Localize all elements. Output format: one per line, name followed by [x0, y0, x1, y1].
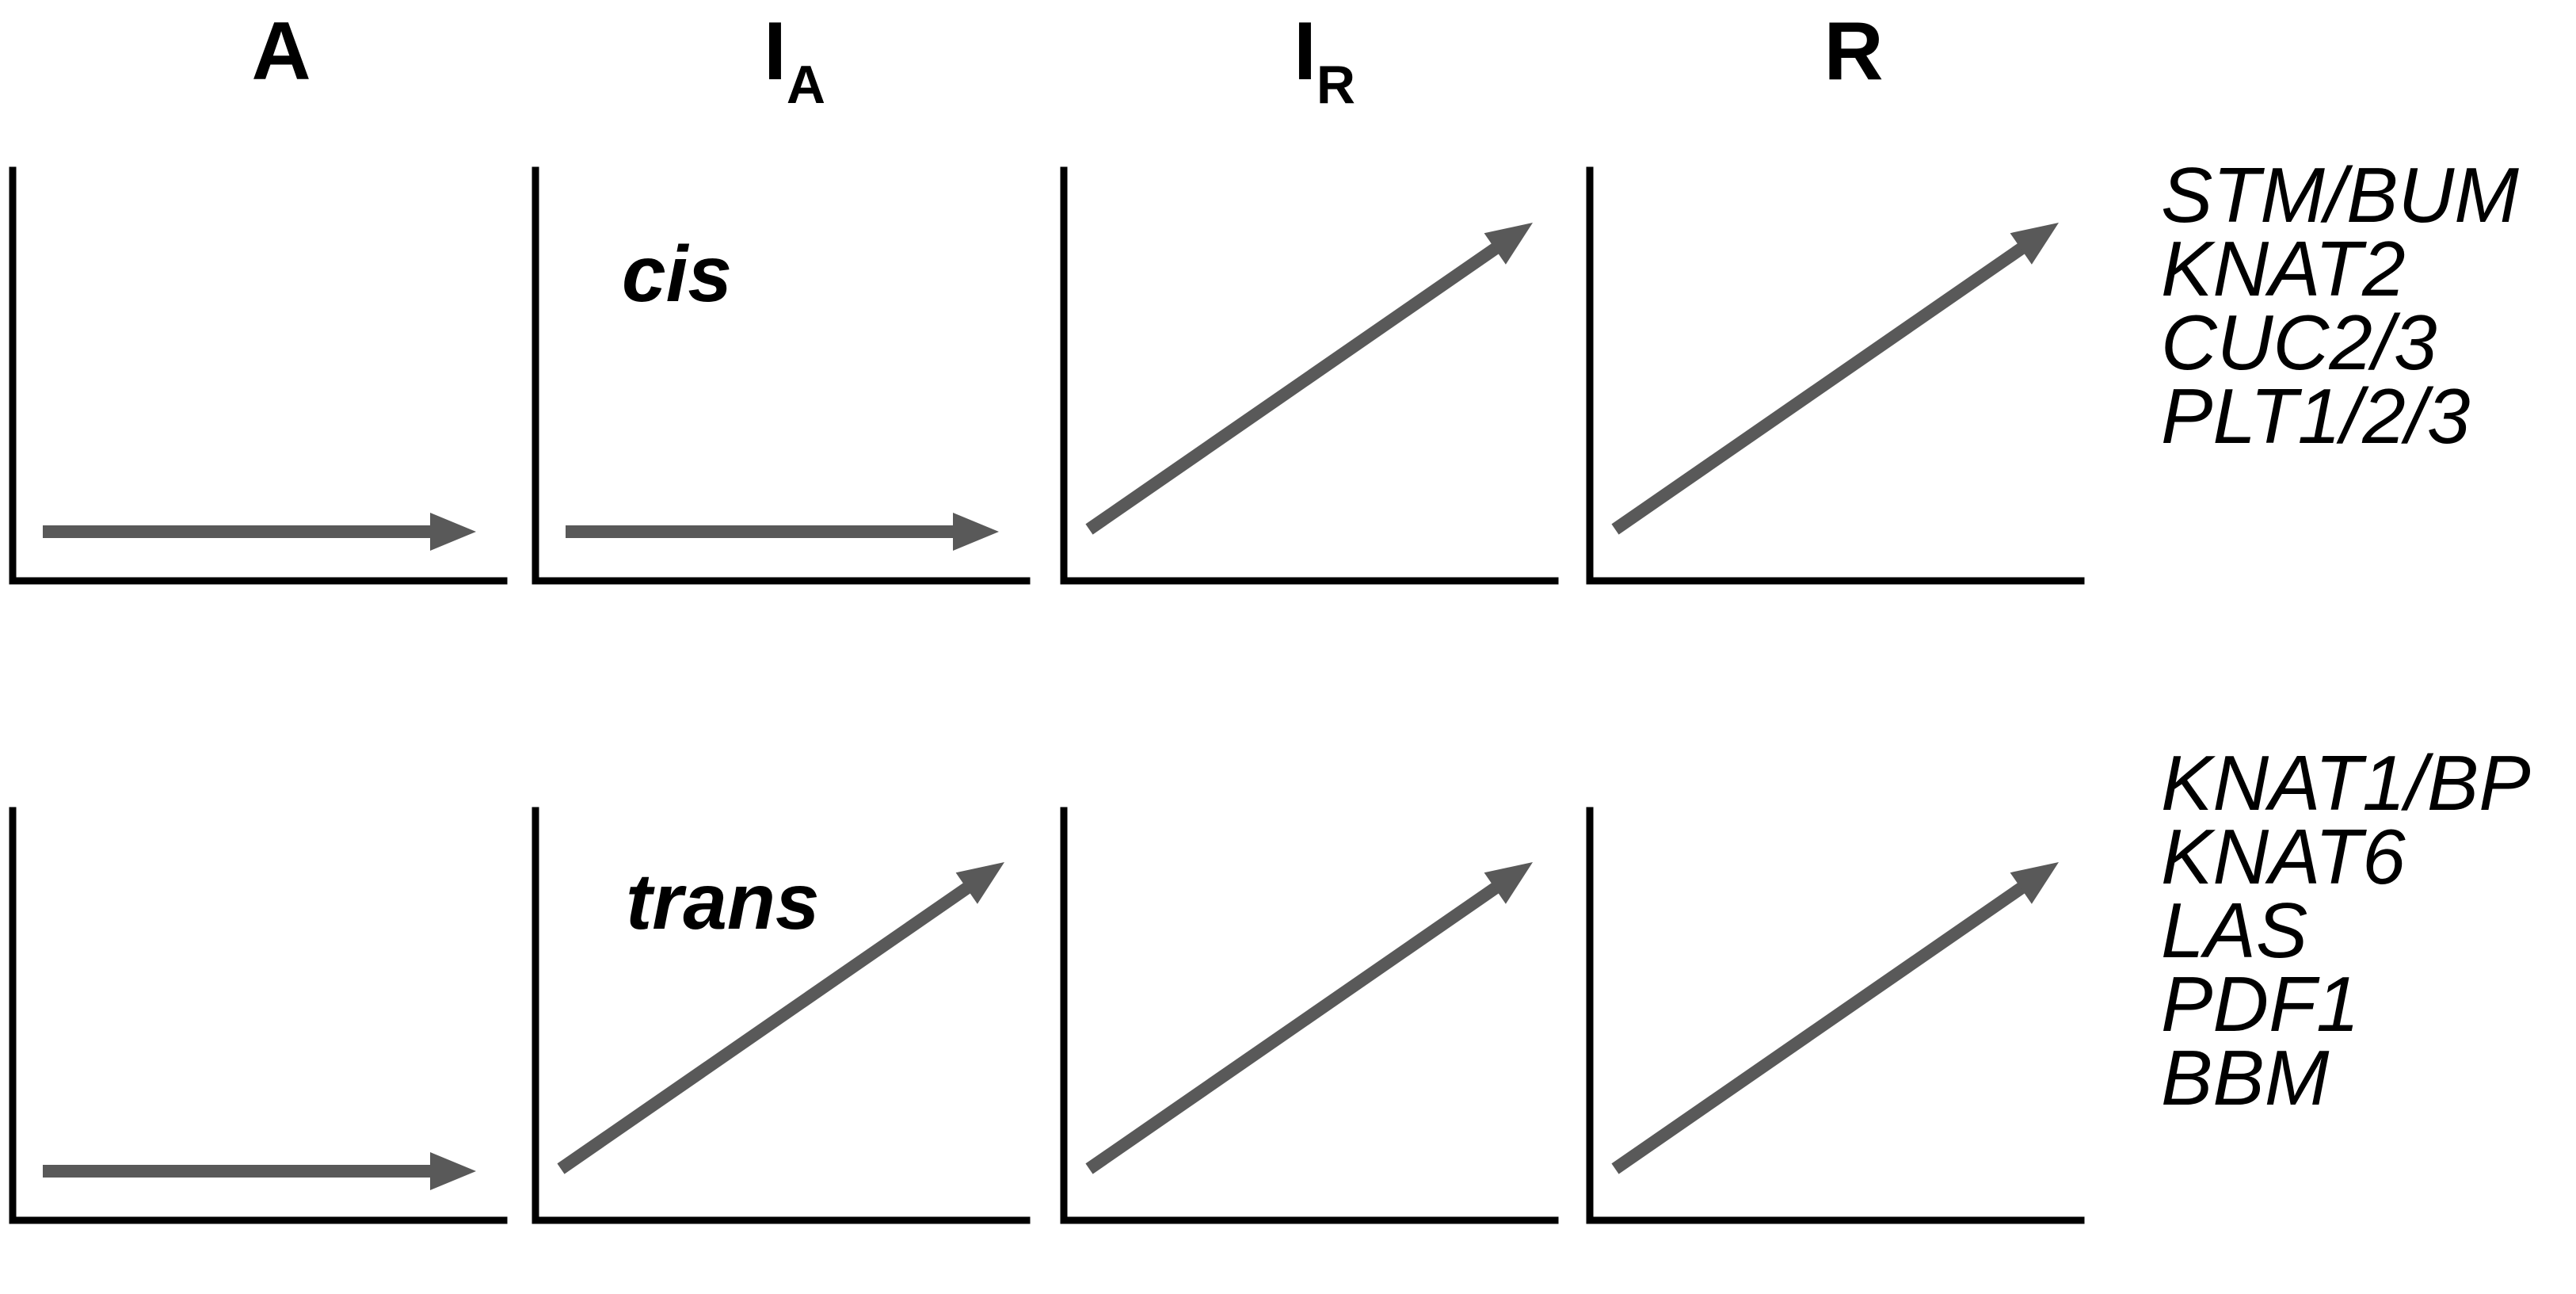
panels [9, 166, 2085, 1224]
panel-cis-IA [532, 166, 1031, 585]
panel-cis-A [9, 166, 508, 585]
gene-label: STM/BUM [2161, 151, 2519, 239]
gene-label: PDF1 [2161, 960, 2360, 1048]
axes-cis-IR [1060, 166, 1559, 585]
panel-trans-A [9, 807, 508, 1224]
mode-label-cis: cis [622, 230, 732, 319]
gene-label: KNAT6 [2161, 813, 2406, 900]
panel-cis-IR [1060, 166, 1559, 585]
column-header-IA-subscript: A [787, 55, 825, 115]
gene-lists: STM/BUMKNAT2CUC2/3PLT1/2/3KNAT1/BPKNAT6L… [2161, 151, 2531, 1121]
arrow-flat-trans-A-head [430, 1152, 476, 1190]
column-header-IA-main: I [764, 6, 787, 97]
axes-trans-IA [532, 807, 1031, 1224]
gene-label: LAS [2161, 887, 2307, 974]
arrow-rising-cis-R-head [2010, 223, 2059, 265]
axes-cis-IA [532, 166, 1031, 585]
column-header-IA: IA [764, 6, 825, 115]
column-header-A: A [251, 6, 311, 97]
arrow-flat-cis-IA-head [953, 513, 999, 551]
arrow-rising-trans-IR-shaft [1085, 881, 1502, 1174]
axes-trans-IR [1060, 807, 1559, 1224]
arrow-rising-trans-R-shaft [1611, 881, 2028, 1174]
arrow-rising-trans-R-head [2010, 862, 2059, 904]
arrow-rising-cis-R-shaft [1611, 242, 2028, 535]
panel-trans-IR [1060, 807, 1559, 1224]
arrow-rising-trans-IR-head [1484, 862, 1533, 904]
arrow-rising-trans-IA-shaft [557, 881, 974, 1174]
gene-label: KNAT1/BP [2161, 739, 2531, 826]
column-header-IR-main: I [1294, 6, 1317, 97]
arrow-rising-cis-IR-head [1484, 223, 1533, 265]
column-header-R-main: R [1823, 6, 1883, 97]
gene-label: KNAT2 [2161, 225, 2406, 312]
axes-cis-R [1586, 166, 2085, 585]
arrow-rising-trans-IA-head [955, 862, 1004, 904]
gene-label: PLT1/2/3 [2161, 372, 2470, 460]
column-header-IR: IR [1294, 6, 1355, 115]
column-header-R: R [1823, 6, 1883, 97]
gene-label: CUC2/3 [2161, 299, 2437, 386]
axes-trans-A [9, 807, 508, 1224]
column-header-A-main: A [251, 6, 311, 97]
arrow-rising-cis-IR-shaft [1085, 242, 1502, 535]
column-header-IR-subscript: R [1317, 55, 1355, 115]
arrow-flat-cis-A-head [430, 513, 476, 551]
gene-label: BBM [2161, 1034, 2330, 1121]
axes-trans-R [1586, 807, 2085, 1224]
panel-cis-R [1586, 166, 2085, 585]
mode-label-trans: trans [626, 857, 820, 946]
column-headers: A IA IR R [251, 6, 1883, 115]
axes-cis-A [9, 166, 508, 585]
panel-trans-R [1586, 807, 2085, 1224]
panel-trans-IA [532, 807, 1031, 1224]
